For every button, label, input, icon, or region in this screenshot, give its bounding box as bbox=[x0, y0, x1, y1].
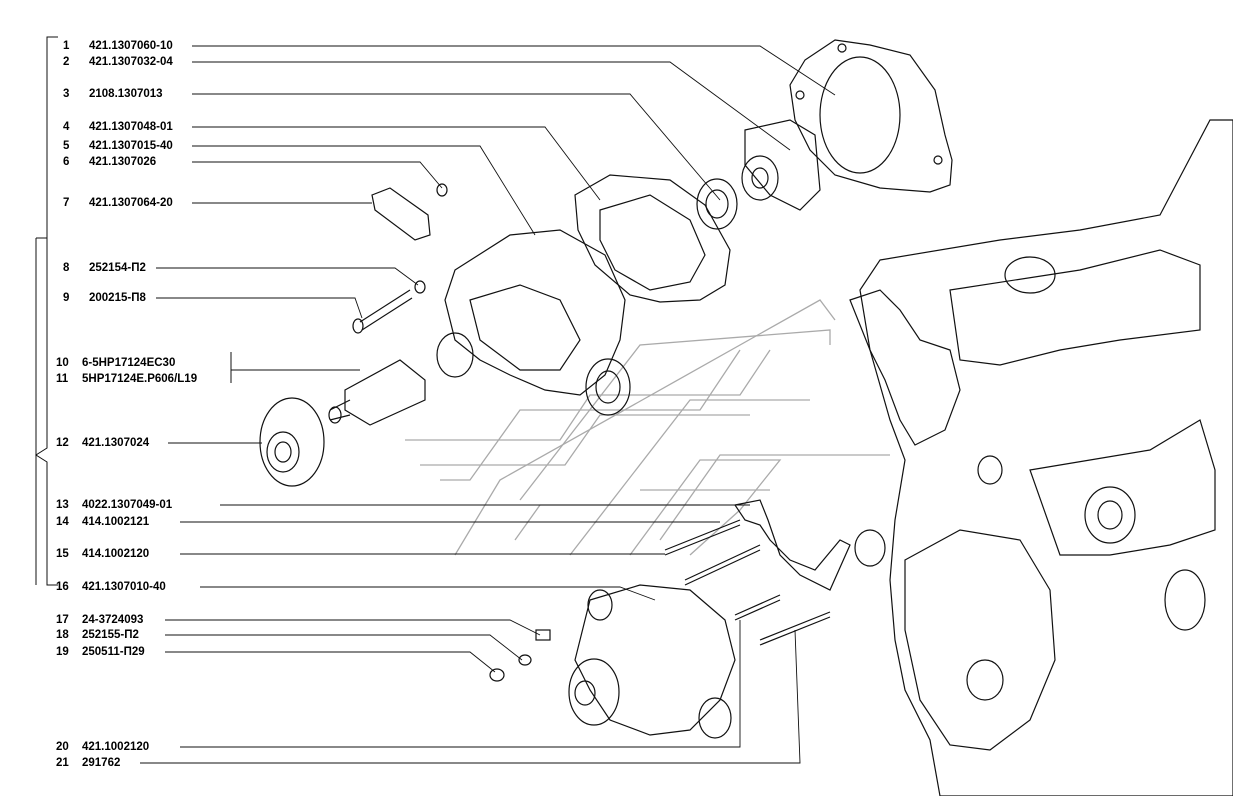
gasket-13 bbox=[734, 499, 886, 591]
impeller bbox=[741, 119, 821, 211]
seal bbox=[696, 178, 738, 230]
part-label-19: 19 250511-П29 bbox=[56, 646, 145, 659]
part-code: 421.1307048-01 bbox=[89, 121, 173, 133]
part-code: 24-3724093 bbox=[82, 614, 144, 626]
part-code: 421.1307032-04 bbox=[89, 56, 173, 68]
part-label-4: 4 421.1307048-01 bbox=[63, 121, 173, 134]
part-code: 252154-П2 bbox=[89, 262, 146, 274]
part-code: 421.1307024 bbox=[82, 437, 150, 449]
part-code: 421.1307026 bbox=[89, 156, 157, 168]
group-bracket bbox=[35, 36, 232, 586]
part-number: 5 bbox=[63, 140, 70, 152]
part-code: 421.1307060-10 bbox=[89, 40, 173, 52]
part-number: 2 bbox=[63, 56, 70, 68]
bearing-shaft bbox=[328, 359, 426, 426]
part-code: 4022.1307049-01 bbox=[82, 499, 173, 511]
part-label-20: 20 421.1002120 bbox=[56, 741, 149, 754]
part-label-1: 1 421.1307060-10 bbox=[63, 40, 173, 53]
part-label-13: 13 4022.1307049-01 bbox=[56, 499, 172, 512]
part-number: 6 bbox=[63, 156, 70, 168]
part-number: 11 bbox=[56, 373, 69, 385]
leader-lines bbox=[140, 45, 836, 764]
hub-flange bbox=[259, 397, 325, 487]
part-number: 8 bbox=[63, 262, 70, 274]
studs bbox=[664, 519, 831, 646]
part-label-5: 5 421.1307015-40 bbox=[63, 140, 173, 153]
part-code: 414.1002120 bbox=[82, 548, 150, 560]
gasket-1 bbox=[789, 39, 953, 193]
part-code: 414.1002121 bbox=[82, 516, 150, 528]
part-number: 16 bbox=[56, 581, 69, 593]
part-code: 5НР17124Е.Р606/L19 bbox=[82, 373, 198, 385]
part-number: 20 bbox=[56, 741, 69, 753]
part-label-14: 14 414.1002121 bbox=[56, 516, 149, 529]
part-number: 19 bbox=[56, 646, 69, 658]
fasteners bbox=[352, 183, 448, 334]
pump-housing bbox=[436, 229, 631, 416]
part-number: 10 bbox=[56, 357, 69, 369]
part-label-9: 9 200215-П8 bbox=[63, 292, 146, 305]
part-label-10: 10 6-5НР17124ЕС30 bbox=[56, 357, 175, 370]
part-code: 200215-П8 bbox=[89, 292, 146, 304]
part-code: 421.1307064-20 bbox=[89, 197, 173, 209]
part-number: 12 bbox=[56, 437, 69, 449]
part-label-17: 17 24-3724093 bbox=[56, 614, 143, 627]
part-number: 4 bbox=[63, 121, 70, 133]
part-code: 2108.1307013 bbox=[89, 88, 163, 100]
part-code: 421.1002120 bbox=[82, 741, 150, 753]
part-number: 13 bbox=[56, 499, 69, 511]
gasket-4 bbox=[574, 174, 731, 303]
part-code: 6-5НР17124ЕС30 bbox=[82, 357, 176, 369]
part-label-3: 3 2108.1307013 bbox=[63, 88, 163, 101]
part-number: 7 bbox=[63, 197, 70, 209]
engine-block bbox=[849, 119, 1233, 796]
part-label-8: 8 252154-П2 bbox=[63, 262, 146, 275]
small-hardware bbox=[489, 629, 551, 682]
part-code: 252155-П2 bbox=[82, 629, 139, 641]
part-number: 21 bbox=[56, 757, 69, 769]
part-number: 9 bbox=[63, 292, 70, 304]
part-label-15: 15 414.1002120 bbox=[56, 548, 149, 561]
part-number: 3 bbox=[63, 88, 70, 100]
part-number: 1 bbox=[63, 40, 70, 52]
part-label-12: 12 421.1307024 bbox=[56, 437, 149, 450]
part-number: 14 bbox=[56, 516, 69, 528]
part-label-6: 6 421.1307026 bbox=[63, 156, 156, 169]
part-label-11: 11 5НР17124Е.Р606/L19 bbox=[56, 373, 197, 386]
part-code: 250511-П29 bbox=[82, 646, 145, 658]
part-number: 15 bbox=[56, 548, 69, 560]
part-label-2: 2 421.1307032-04 bbox=[63, 56, 173, 69]
part-label-21: 21 291762 bbox=[56, 757, 120, 770]
part-number: 18 bbox=[56, 629, 69, 641]
part-code: 421.1307010-40 bbox=[82, 581, 166, 593]
part-code: 421.1307015-40 bbox=[89, 140, 173, 152]
part-number: 17 bbox=[56, 614, 69, 626]
part-label-16: 16 421.1307010-40 bbox=[56, 581, 166, 594]
part-code: 291762 bbox=[82, 757, 121, 769]
watermark-logo bbox=[405, 299, 890, 556]
part-label-18: 18 252155-П2 bbox=[56, 629, 139, 642]
part-label-7: 7 421.1307064-20 bbox=[63, 197, 173, 210]
pump-assembly bbox=[568, 584, 736, 739]
